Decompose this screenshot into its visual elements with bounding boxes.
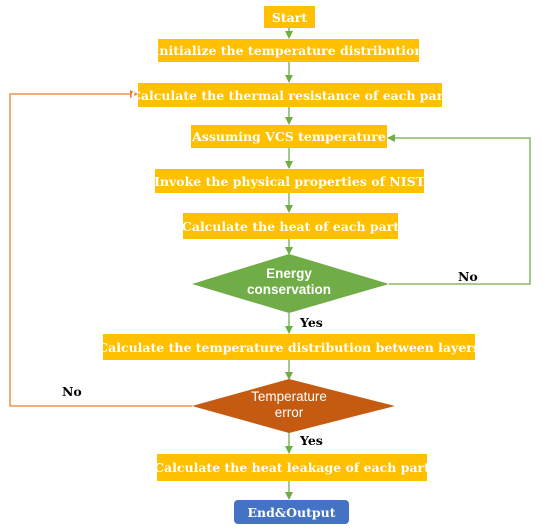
calc-heat-node: Calculate the heat of each part xyxy=(182,213,399,239)
end-output-node: End&Output xyxy=(234,500,349,524)
arrow-temp-no-loop xyxy=(9,90,192,407)
temp-distribution-node: Calculate the temperature distribution b… xyxy=(98,334,480,360)
arrow-energy-no-loop xyxy=(387,134,531,285)
heat-leakage-node: Calculate the heat leakage of each part xyxy=(154,454,430,481)
invoke-nist-node: Invoke the physical properties of NIST xyxy=(154,169,425,193)
energy-conservation-diamond xyxy=(192,254,389,313)
energy-conservation-label: Energy conservation xyxy=(232,266,346,298)
energy-line-2: conservation xyxy=(246,282,332,297)
assume-vcs-node: Assuming VCS temperature xyxy=(191,125,387,148)
init-temperature-node: Initialize the temperature distribution xyxy=(154,39,423,62)
energy-line-1: Energy xyxy=(266,266,312,281)
temp-no-label: No xyxy=(62,384,82,399)
temperature-error-diamond xyxy=(192,379,395,433)
temperature-error-label: Temperature error xyxy=(232,389,346,421)
start-node: Start xyxy=(264,6,315,28)
energy-no-label: No xyxy=(458,269,478,284)
temperature-line-1: Temperature xyxy=(251,389,327,404)
temperature-line-2: error xyxy=(274,405,304,420)
energy-yes-label: Yes xyxy=(300,315,323,330)
thermal-resistance-node: Calculate the thermal resistance of each… xyxy=(131,83,449,107)
temp-yes-label: Yes xyxy=(300,433,323,448)
